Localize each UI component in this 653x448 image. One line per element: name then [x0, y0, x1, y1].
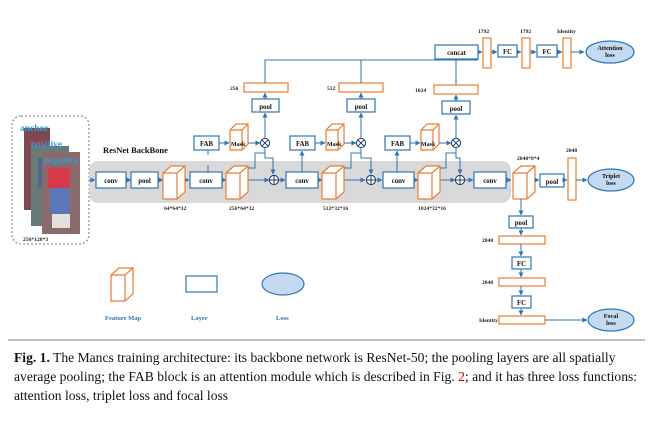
vector-att-3 [433, 84, 479, 95]
figure-label: Fig. 1. [14, 350, 50, 365]
conv-layer-4-label: conv [392, 178, 406, 185]
input-images [24, 128, 80, 234]
fc-att-2-vector [562, 37, 572, 69]
fab-block-1-label: FAB [200, 141, 214, 148]
legend-layer-icon [185, 275, 218, 293]
feature-map-2 [225, 165, 249, 200]
conv-layer-2-label: conv [199, 178, 213, 185]
fm-size-4: 1024*32*16 [418, 206, 446, 212]
conv-layer-2 [189, 171, 223, 189]
fc-att-2 [536, 44, 558, 58]
pool-att-1-label: pool [259, 104, 272, 111]
figure-caption: Fig. 1. The Mancs training architecture:… [14, 349, 642, 405]
fab-block-2-label: FAB [296, 141, 310, 148]
conv-layer-5 [473, 171, 507, 189]
pool-layer-1 [130, 171, 159, 189]
figure-reference-link[interactable]: 2 [458, 368, 465, 384]
multiply-node-3 [450, 137, 462, 149]
fc-focal-2-label: FC [517, 300, 526, 307]
focal-vector-1-dim: 2048 [482, 238, 493, 244]
focal-vector-1 [498, 235, 546, 245]
fc-att-1-dim: 1792 [520, 29, 531, 35]
fab-block-3-label: FAB [391, 141, 405, 148]
mask-label-3: Mask [421, 142, 436, 148]
multiply-node-1 [259, 137, 271, 149]
triplet-loss [587, 168, 635, 192]
multiply-node-2 [355, 137, 367, 149]
caption-text-2: ; and it has three loss functions: atten… [14, 368, 638, 403]
legend-layer-label: Layer [191, 315, 208, 322]
focal-vector-2 [498, 277, 546, 287]
fc-att-2-dim: Identity [557, 29, 576, 35]
fm-size-final: 2048*8*4 [517, 156, 540, 162]
pool-layer-1-label: pool [138, 178, 151, 185]
concat-vector [482, 37, 492, 69]
conv-layer-1 [95, 171, 127, 189]
fm-size-3: 512*32*16 [323, 206, 348, 212]
triplet-vector-dim: 2048 [566, 148, 577, 154]
pool-att-3-label: pool [450, 106, 463, 113]
concat-vector-dim: 1792 [478, 29, 489, 35]
input-label-positive: positive [31, 140, 62, 150]
fc-att-2-label: FC [542, 49, 551, 56]
focal-vector-2-dim: 2048 [482, 280, 493, 286]
legend-loss-label: Loss [276, 315, 289, 322]
input-label-anchor: anchor [20, 124, 49, 134]
add-node-3 [454, 174, 466, 186]
pool-att-2-label: pool [355, 104, 368, 111]
vector-att-1-dim: 256 [230, 86, 239, 92]
feature-map-final [512, 165, 536, 200]
vector-att-2-dim: 512 [327, 86, 336, 92]
input-label-negative: negative [44, 156, 78, 166]
backbone-label: ResNet BackBone [103, 145, 168, 155]
feature-map-3 [321, 165, 345, 200]
feature-map-1 [162, 165, 186, 200]
diagram-svg: anchor positive negative 256*128*3 ResNe… [8, 29, 645, 341]
add-node-2 [365, 174, 377, 186]
fc-focal-1-label: FC [517, 261, 526, 268]
mask-label-1: Mask [231, 142, 246, 148]
add-node-1 [268, 174, 280, 186]
vector-att-2 [338, 82, 384, 93]
vector-att-1 [243, 82, 289, 93]
caption-text-1: The Mancs training architecture: its bac… [14, 350, 616, 384]
fc-att-1-vector [521, 37, 531, 69]
conv-layer-3-label: conv [295, 178, 309, 185]
focal-vector-3 [498, 315, 546, 325]
concat-label: concat [447, 50, 467, 57]
conv-layer-1-label: conv [104, 178, 118, 185]
conv-layer-5-label: conv [483, 178, 497, 185]
feature-map-4 [417, 165, 441, 200]
legend-loss-icon [261, 272, 305, 296]
pool-triplet-label: pool [546, 179, 559, 186]
fm-size-1: 64*64*32 [164, 206, 187, 212]
conv-layer-4 [382, 171, 415, 189]
focal-vector-3-dim: Identity [479, 318, 498, 324]
mask-label-2: Mask [327, 142, 342, 148]
input-size: 256*128*3 [23, 237, 48, 243]
focal-loss [587, 308, 635, 332]
legend-feature-map-icon [110, 267, 134, 302]
attention-loss [585, 40, 635, 64]
fm-size-2: 256*64*32 [229, 206, 254, 212]
fc-att-1-label: FC [503, 49, 512, 56]
legend-feature-map-label: Feature Map [105, 315, 142, 322]
triplet-vector [567, 157, 577, 201]
vector-att-3-dim: 1024 [415, 88, 426, 94]
pool-focal-label: pool [515, 220, 528, 227]
